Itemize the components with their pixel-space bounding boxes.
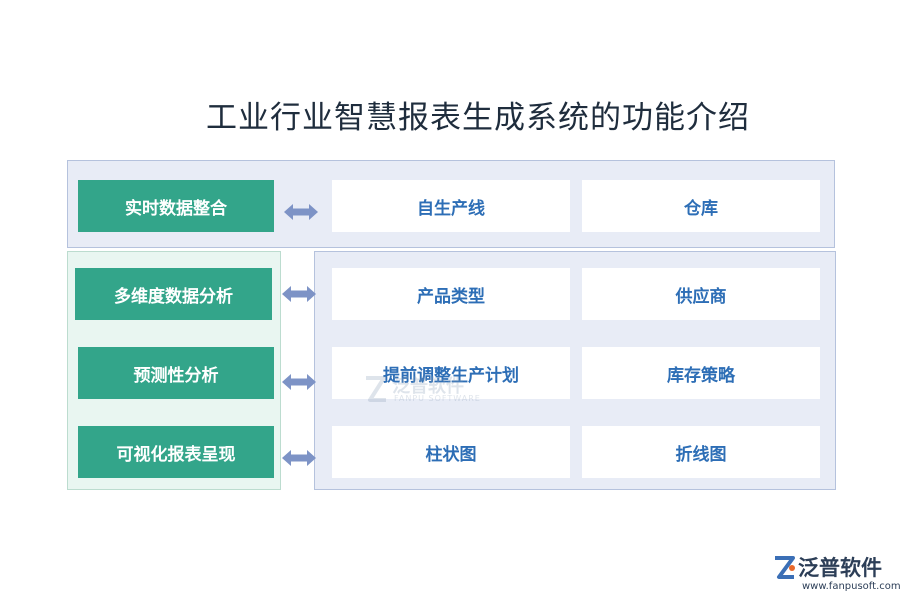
watermark-sub: FANPU SOFTWARE [394,394,481,403]
brand-url: www.fanpusoft.com [802,581,900,592]
watermark: 泛普软件 FANPU SOFTWARE [362,372,502,412]
feature-visual-report: 可视化报表呈现 [78,426,274,478]
item-supplier: 供应商 [582,268,820,320]
brand-logo: 泛普软件 www.fanpusoft.com [772,552,900,596]
fanpu-logo-icon [775,556,795,579]
item-inventory-strategy: 库存策略 [582,347,820,399]
double-arrow-icon [282,450,316,466]
feature-predictive-analysis: 预测性分析 [78,347,274,399]
double-arrow-icon [282,286,316,302]
item-production-line: 自生产线 [332,180,570,232]
brand-name: 泛普软件 [798,556,882,580]
fanpu-logo-icon [366,376,386,402]
double-arrow-icon [282,374,316,390]
feature-multidimensional-analysis: 多维度数据分析 [75,268,272,320]
item-bar-chart: 柱状图 [332,426,570,478]
feature-realtime-integration: 实时数据整合 [78,180,274,232]
page-title: 工业行业智慧报表生成系统的功能介绍 [206,100,750,136]
double-arrow-icon [284,204,318,220]
item-warehouse: 仓库 [582,180,820,232]
watermark-name: 泛普软件 [392,376,464,397]
item-line-chart: 折线图 [582,426,820,478]
item-product-type: 产品类型 [332,268,570,320]
item-adjust-production-plan: 提前调整生产计划 [332,347,570,399]
